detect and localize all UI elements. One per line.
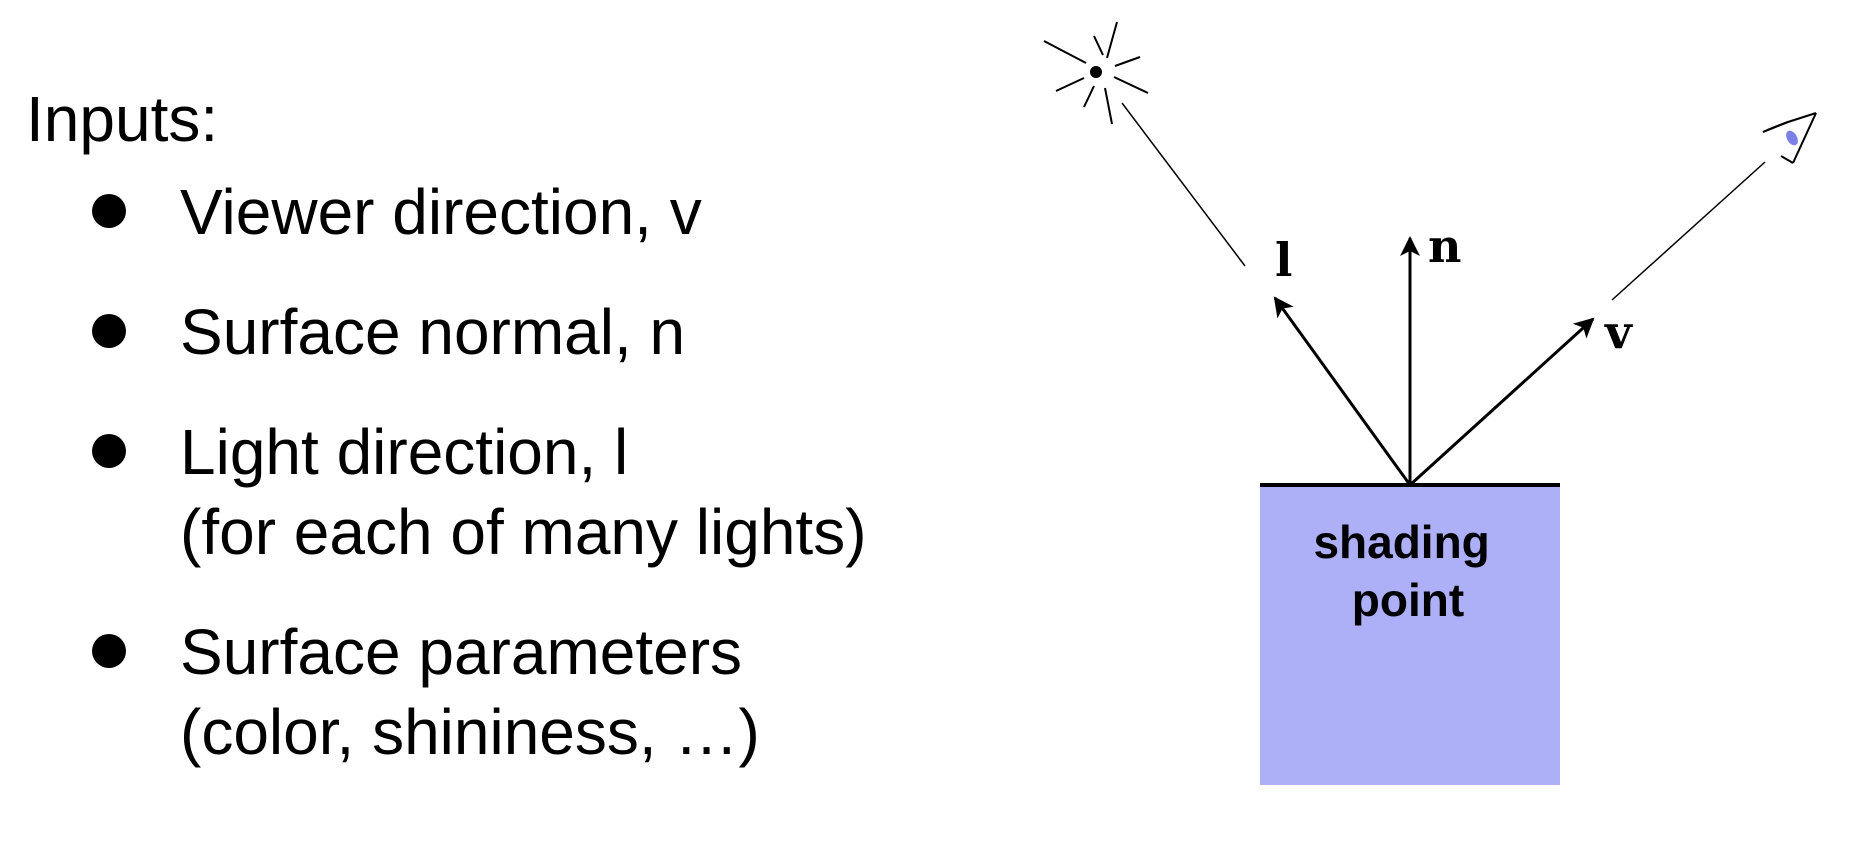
light-source-icon (1043, 21, 1149, 125)
shading-point-box (1260, 485, 1560, 785)
bullet-dot (92, 194, 126, 229)
light-ray (1121, 102, 1246, 267)
light-vector-label: l (1275, 233, 1292, 287)
shading-diagram: shading point l n v (1043, 21, 1817, 785)
item-text: Surface normal, n (180, 296, 686, 369)
normal-vector-label: n (1428, 219, 1461, 273)
item-text: Viewer direction, v (180, 176, 702, 249)
inputs-list: Viewer direction, v Surface normal, n Li… (26, 172, 926, 772)
shading-point-label: shading point (1313, 516, 1502, 626)
bullet-dot (92, 314, 126, 349)
list-item: Surface parameters (color, shininess, …) (92, 612, 926, 772)
viewer-vector (1408, 317, 1595, 487)
light-vector (1273, 296, 1412, 486)
item-subtext: (for each of many lights) (180, 496, 867, 569)
box-label-line2: point (1352, 574, 1464, 626)
item-subtext: (color, shininess, …) (180, 696, 760, 769)
viewer-ray (1611, 161, 1766, 301)
item-text: Surface parameters (180, 616, 743, 689)
list-item: Viewer direction, v (92, 172, 926, 252)
inputs-heading: Inputs: (26, 83, 219, 155)
bullet-dot (92, 434, 126, 469)
list-item: Surface normal, n (92, 292, 926, 372)
bullet-dot (92, 634, 126, 669)
item-text: Light direction, l (180, 416, 629, 489)
viewer-vector-label: v (1604, 305, 1633, 359)
list-item: Light direction, l (for each of many lig… (92, 412, 926, 572)
eye-icon (1762, 112, 1817, 164)
box-label-line1: shading (1313, 516, 1489, 568)
inputs-panel: Inputs: Viewer direction, v Surface norm… (26, 84, 926, 812)
